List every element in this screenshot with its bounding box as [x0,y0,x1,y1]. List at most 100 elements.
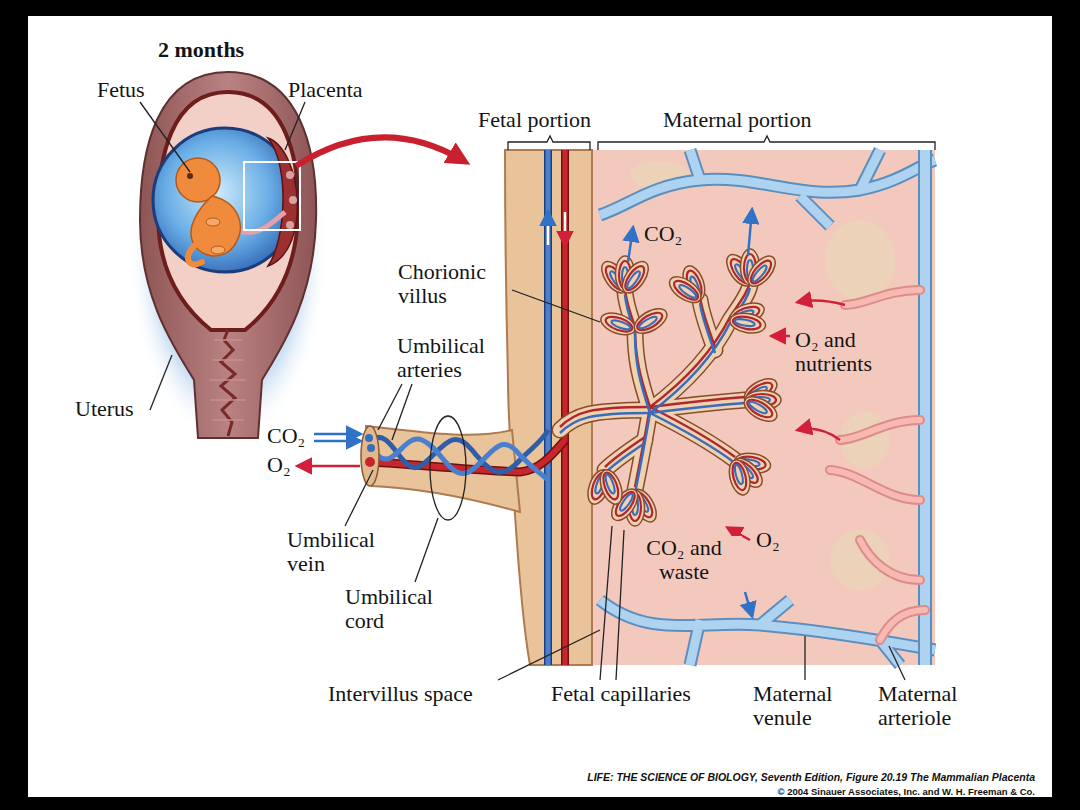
flow-arrow [314,433,360,436]
placenta-detail [298,150,935,665]
part-label: Maternal venule [753,682,865,730]
flow-arrow [314,440,360,443]
credit-line: © 2004 Sinauer Associates, Inc. and W. H… [778,786,1035,798]
uterus-drawing [187,173,193,179]
leader-line [598,136,935,150]
gas-label: O₂ [754,528,782,552]
chorionic-villus [625,289,650,407]
flow-arrow [628,228,633,262]
gas-label: O₂ [267,453,291,477]
placenta-detail [544,150,552,665]
flow-arrow [564,212,567,245]
placenta-detail [920,150,930,665]
leader-line [498,630,600,680]
uterus-drawing [128,65,462,445]
chorionic-villus [726,458,754,498]
part-label: Umbilical cord [345,585,457,633]
uterus-drawing [206,218,220,226]
chorionic-villus [605,443,645,473]
uterus-drawing [244,162,300,230]
part-label: Chorionic villus [398,260,513,308]
gas-label: CO₂ [642,222,684,246]
uterus-drawing [286,221,294,229]
chorionic-villus [617,257,653,297]
placenta-detail [825,220,895,300]
leader-line [150,355,172,410]
part-label: Fetus [97,78,145,102]
placenta-detail [505,150,592,665]
chorionic-villus [650,285,750,410]
gas-label: CO₂ [267,424,305,448]
uterus-drawing [128,65,328,445]
uterus-drawing [210,340,246,420]
chorionic-villus [598,309,638,339]
uterus-drawing [140,72,316,438]
leader-line [508,136,590,150]
chorionic-villus [700,297,715,347]
flow-arrow [298,465,360,468]
chorionic-villus [560,249,781,526]
chorionic-villus [728,311,767,336]
uterus-drawing [191,196,240,256]
chorionic-villus [560,285,750,490]
chorionic-villus [665,272,705,308]
chorionic-villus [650,288,750,413]
part-label: Intervillus space [328,682,473,706]
chorionic-villus [650,403,745,413]
leader-line [140,102,935,680]
placenta-detail [365,457,375,467]
placenta-detail [546,150,551,665]
part-label: Umbilical arteries [397,334,509,382]
flow-arrow [798,429,840,440]
chorionic-villus [560,288,750,493]
region-label: Fetal portion [478,108,591,132]
uterus-drawing [211,246,225,254]
part-label: Placenta [288,78,363,102]
chorionic-villus [605,437,645,467]
leader-line [392,384,412,440]
chorionic-villus [630,304,671,338]
chorionic-villus [560,282,750,487]
placenta-detail [563,150,568,665]
placenta-detail [365,434,373,442]
placenta-detail [372,439,548,480]
leader-line [140,102,190,172]
leader-line [804,636,805,680]
chorionic-villus [596,467,626,507]
uterus-drawing [188,244,202,264]
leader-line [889,646,905,680]
chorionic-villus [700,303,715,353]
uterus-drawing [289,196,297,204]
uterus-drawing [286,171,294,179]
leader-line [512,290,600,322]
chorionic-villus [743,251,781,291]
placenta-detail [367,444,375,452]
chorionic-villus [560,413,650,433]
caption: LIFE: THE SCIENCE OF BIOLOGY, Seventh Ed… [587,771,1035,784]
chorionic-villus [650,285,750,410]
chorionic-villus [740,392,781,426]
gas-label: CO₂ and waste [626,536,742,584]
part-label: Umbilical vein [287,528,399,576]
uterus-drawing [296,137,462,166]
flow-arrow [547,212,550,245]
leader-line [285,102,305,150]
uterus-drawing [176,158,220,202]
chorionic-villus [650,407,735,457]
gas-label: O₂ and nutrients [793,328,909,376]
flow-arrow [772,335,790,338]
leader-line [430,416,466,520]
chorionic-villus [635,413,650,493]
part-label: Fetal capillaries [551,682,691,706]
part-label: Uterus [75,397,134,421]
leader-line [616,530,624,680]
placenta-detail [600,150,935,226]
flow-arrow [798,301,845,305]
flow-arrow [745,592,752,616]
leader-line [600,526,612,680]
chorionic-villus [650,413,735,463]
flow-arrow [298,210,845,616]
leader-line [415,518,438,582]
region-label: Maternal portion [663,108,811,132]
